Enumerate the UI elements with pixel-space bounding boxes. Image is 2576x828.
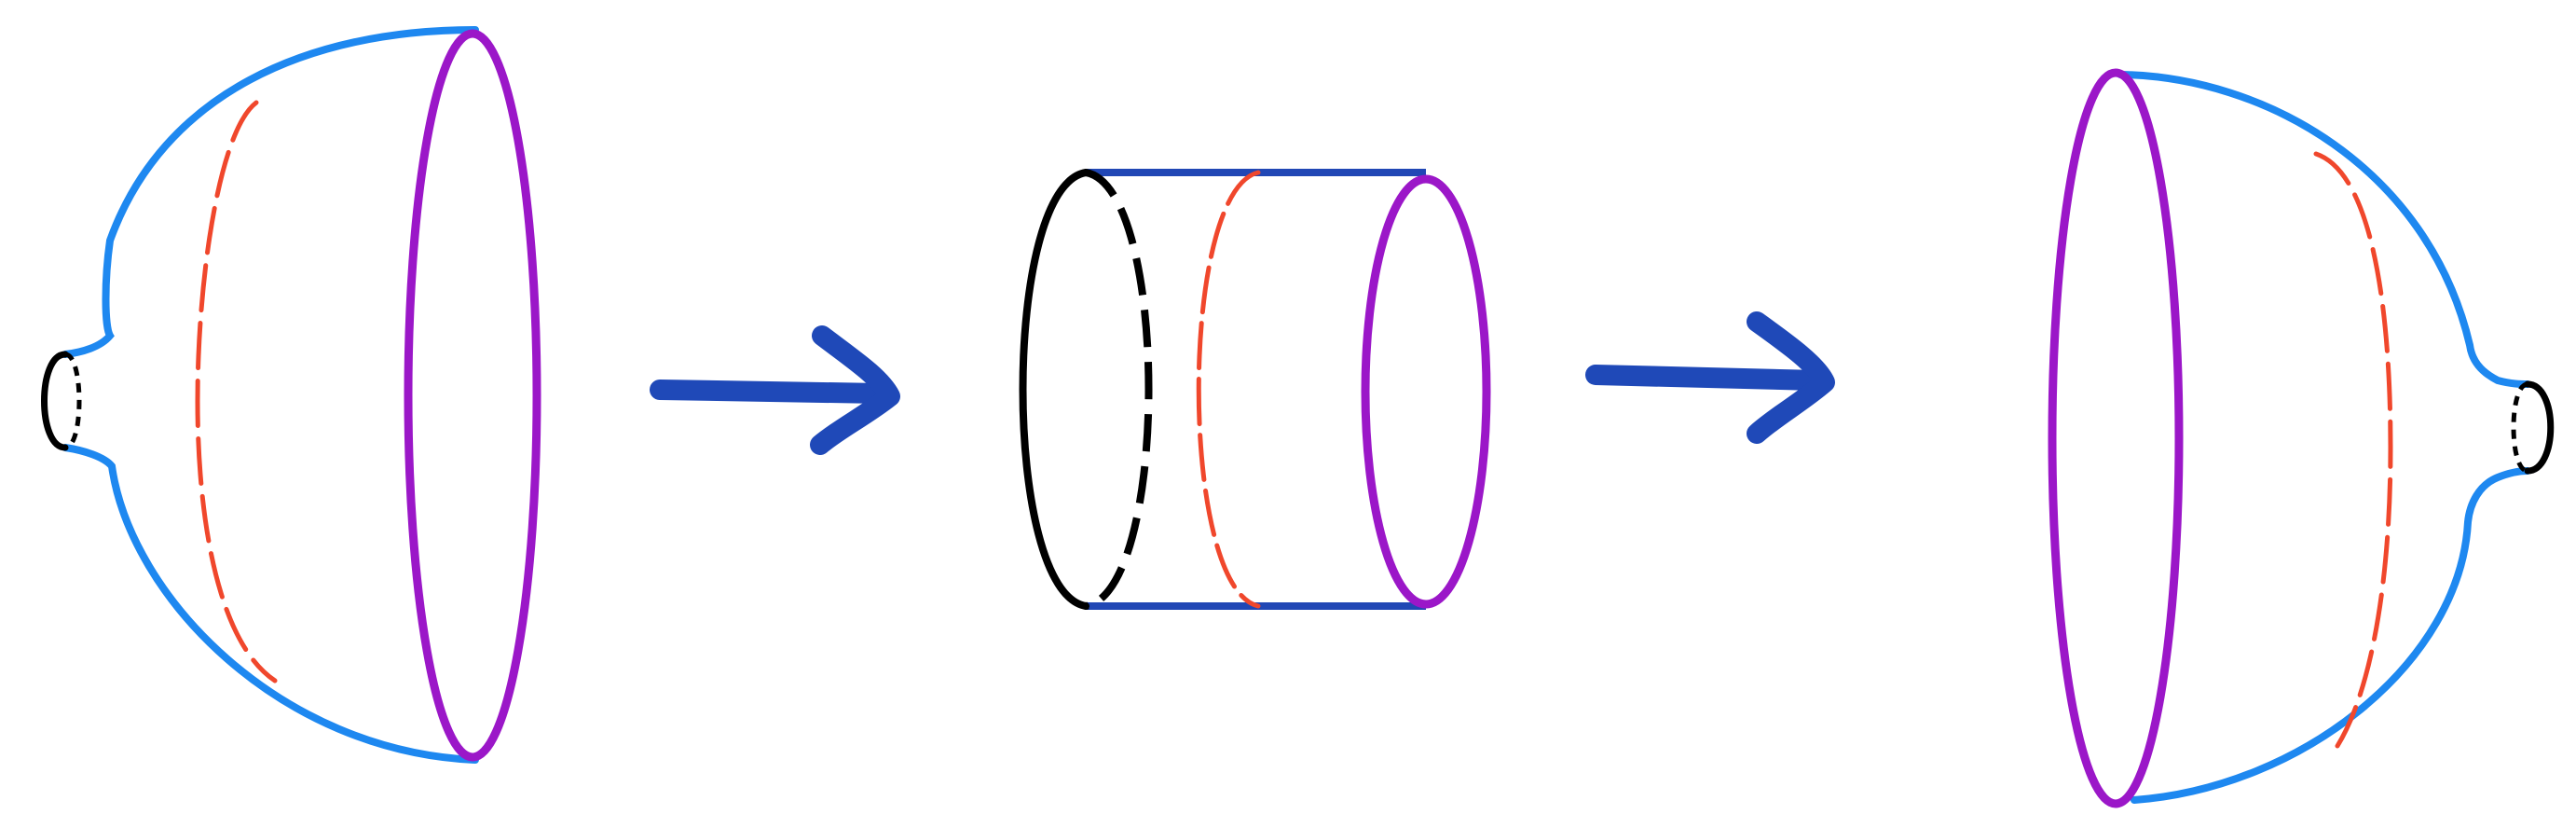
right-arrow-icon: [1585, 311, 1835, 444]
left-cap-boundary-circle: [404, 29, 541, 762]
right-cap-boundary-circle: [2048, 68, 2184, 808]
left-cap-outline: [62, 26, 479, 764]
left-cap-neck-loop: [41, 351, 82, 451]
right-cap-neck-loop: [2511, 380, 2555, 475]
left-cap-cross-section: [195, 100, 278, 683]
cylinder-cross-section: [1196, 170, 1261, 609]
left-cap: [41, 26, 541, 764]
middle-cylinder: [1019, 169, 1491, 610]
right-cap: [2048, 68, 2555, 808]
cylinder-left-end-front: [1019, 169, 1089, 610]
right-arrow-icon: [650, 325, 900, 455]
cylinder-right-end-circle: [1361, 174, 1491, 609]
cylinder-left-end-back: [1084, 169, 1153, 610]
right-cap-cross-section: [2313, 151, 2393, 749]
right-cap-outline: [2117, 71, 2531, 804]
